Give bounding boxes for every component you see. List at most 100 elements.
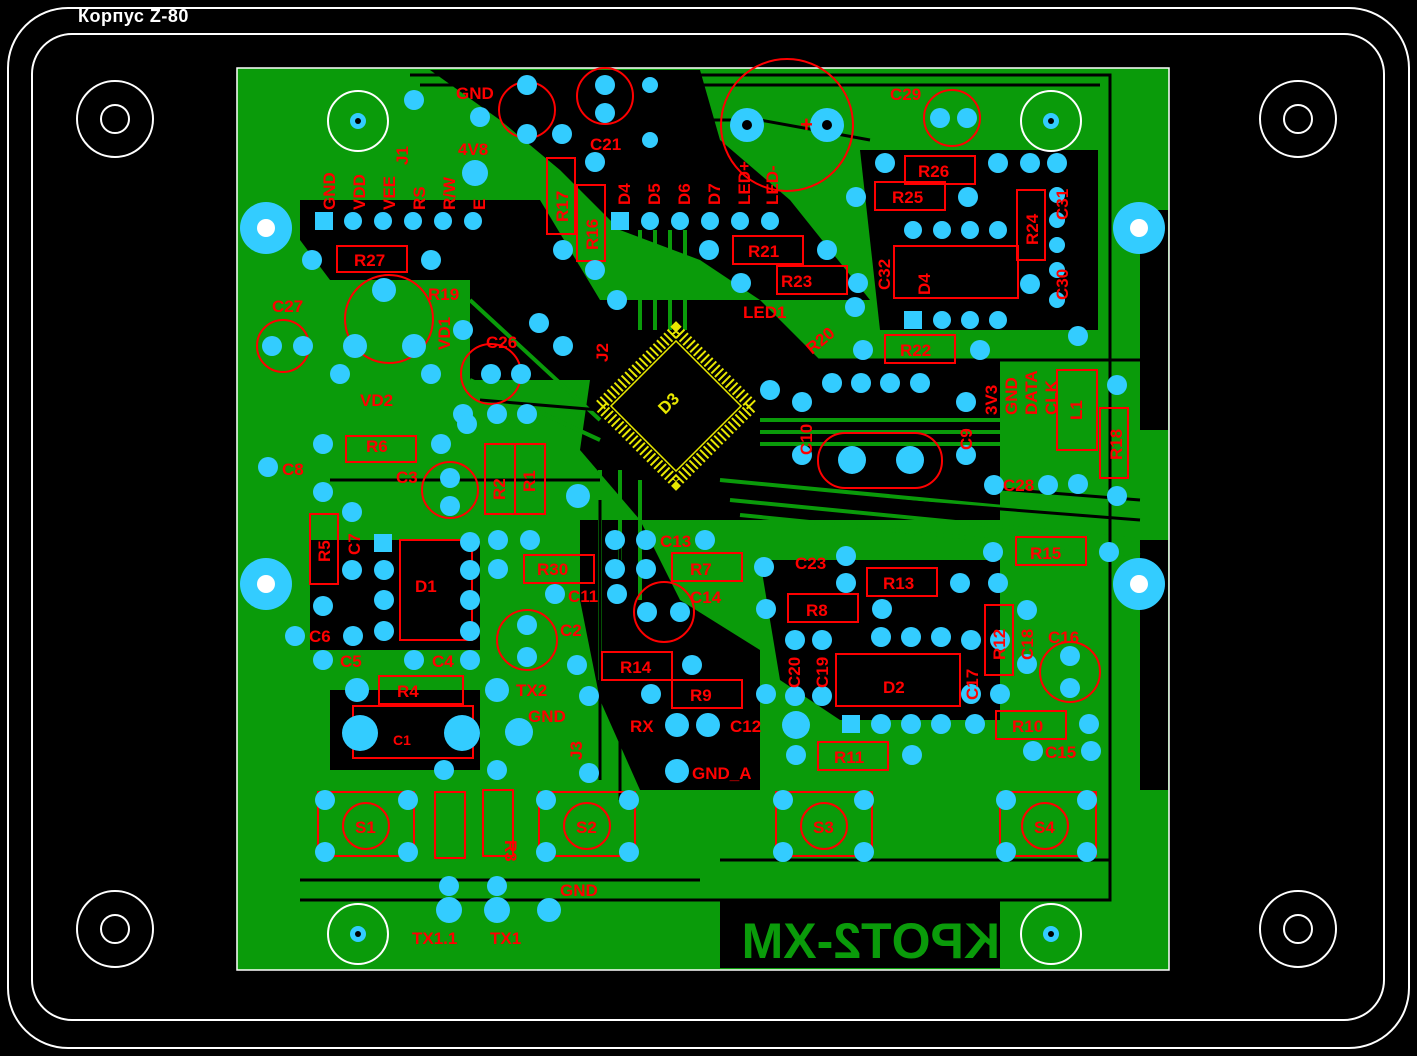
label-c26: C26 [486, 333, 517, 352]
label-gnd-a2: GND_A [692, 764, 752, 783]
label-c14: C14 [690, 588, 722, 607]
label-c32: C32 [875, 259, 894, 290]
label-r6: R6 [366, 437, 388, 456]
board-mount-holes [240, 90, 1165, 965]
label-s4: S4 [1034, 818, 1055, 837]
label-c7: C7 [345, 533, 364, 555]
label-j2: J2 [593, 343, 612, 362]
label-led1: LED1 [743, 303, 786, 322]
label-c23: C23 [795, 554, 826, 573]
label-gnd2: GND [528, 707, 566, 726]
label-data: DATA [1022, 370, 1041, 415]
label-r10: R10 [1012, 717, 1043, 736]
label-led-plus: LED+ [735, 161, 754, 205]
label-vd1: VD1 [435, 317, 454, 350]
label-c5: C5 [340, 652, 362, 671]
label-4v8: 4V8 [458, 140, 488, 159]
enclosure-title: Корпус Z-80 [78, 6, 189, 26]
label-r25: R25 [892, 188, 923, 207]
label-d1: D1 [415, 577, 437, 596]
copper-clearance [300, 70, 1168, 968]
label-j1: J1 [393, 146, 412, 165]
label-c11: C11 [568, 587, 598, 606]
label-d7: D7 [705, 183, 724, 205]
label-j3: J3 [567, 741, 586, 760]
label-r23: R23 [781, 272, 812, 291]
label-d2: D2 [883, 678, 905, 697]
label-3v3: 3V3 [982, 385, 1001, 415]
label-d5: D5 [645, 183, 664, 205]
brand-text: KPOT2-XM [742, 913, 1000, 969]
label-r11: R11 [834, 748, 864, 767]
label-s1: S1 [355, 818, 376, 837]
through-hole-pads [258, 75, 1127, 923]
label-rx: RX [630, 717, 654, 736]
mcu-qfp-ic [591, 321, 761, 491]
label-c1: C1 [393, 732, 411, 748]
label-tx11: TX1.1 [412, 929, 457, 948]
crystal-oscillator [817, 432, 943, 489]
label-r24: R24 [1023, 213, 1042, 245]
label-r30: R30 [537, 560, 568, 579]
label-c21: C21 [590, 135, 621, 154]
label-r5: R5 [315, 540, 334, 562]
label-gnd-hdr: GND [320, 172, 339, 210]
label-r12: R12 [990, 629, 1009, 660]
label-r13: R13 [883, 574, 914, 593]
label-r26: R26 [918, 162, 949, 181]
label-tx2: TX2 [516, 681, 547, 700]
label-r1: R1 [520, 470, 539, 492]
label-r19: R19 [428, 285, 459, 304]
label-gnd-a: GND [1002, 377, 1021, 415]
label-r16: R16 [583, 219, 602, 250]
label-c20: C20 [785, 657, 804, 688]
label-r15: R15 [1030, 544, 1061, 563]
label-d4: D4 [615, 183, 634, 205]
label-r27: R27 [354, 251, 385, 270]
enclosure-outer [7, 7, 1410, 1049]
label-r4: R4 [397, 682, 419, 701]
label-r9: R9 [690, 686, 712, 705]
label-r8: R8 [806, 601, 828, 620]
switches [317, 791, 1097, 857]
label-c6: C6 [309, 627, 331, 646]
label-d6: D6 [675, 183, 694, 205]
label-r3: R3 [501, 840, 520, 862]
label-r21: R21 [748, 242, 779, 261]
label-l1: L1 [1067, 400, 1086, 420]
enclosure-mount-holes [76, 80, 1337, 968]
label-r14: R14 [620, 658, 652, 677]
label-tx1: TX1 [490, 929, 521, 948]
capacitor-large: + [720, 58, 854, 192]
label-d4-chip: D4 [915, 273, 934, 295]
brand-mark: KPOT2-XM [742, 913, 1000, 969]
label-c2: C2 [560, 621, 582, 640]
label-c9: C9 [957, 428, 976, 450]
label-c15: C15 [1045, 743, 1076, 762]
label-r18: R18 [1107, 429, 1126, 460]
label-c12: C12 [730, 717, 761, 736]
label-vee: VEE [380, 176, 399, 210]
label-rs: RS [410, 186, 429, 210]
label-gnd1: GND [456, 84, 494, 103]
svg-text:+: + [800, 112, 813, 137]
label-c29: C29 [890, 85, 921, 104]
label-vdd: VDD [350, 174, 369, 210]
label-s3: S3 [813, 818, 834, 837]
label-c30: C30 [1053, 269, 1072, 300]
label-clk: CLK [1042, 379, 1061, 415]
label-c31: C31 [1053, 189, 1072, 220]
label-s2: S2 [576, 818, 597, 837]
silkscreen-labels: GND 4V8 C21 C29 J1 GND VDD VEE RS R/W E … [272, 84, 1126, 948]
label-c19: C19 [813, 657, 832, 688]
label-c13: C13 [660, 532, 691, 551]
label-gnd3: GND [560, 881, 598, 900]
component-outlines [256, 67, 1129, 859]
enclosure-inner [31, 33, 1385, 1021]
label-vd2: VD2 [360, 391, 393, 410]
label-rw: R/W [440, 176, 459, 210]
label-r7: R7 [690, 560, 712, 579]
label-c16: C16 [1048, 628, 1079, 647]
label-c4: C4 [432, 652, 454, 671]
